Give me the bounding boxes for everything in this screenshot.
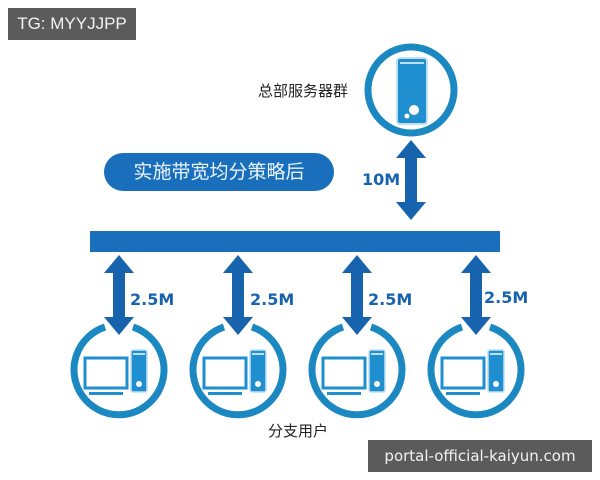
client-bandwidth: 2.5M: [368, 290, 413, 309]
desktop-computer-icon: [74, 327, 164, 415]
client-bandwidth: 2.5M: [250, 290, 295, 309]
server-node: [364, 43, 458, 137]
clients-label: 分支用户: [268, 422, 329, 440]
watermark-bottom: portal-official-kaiyun.com: [368, 440, 592, 472]
desktop-computer-icon: [431, 327, 521, 415]
client-arrow-icon: [223, 255, 253, 335]
desktop-computer-icon: [312, 327, 402, 415]
policy-pill: 实施带宽均分策略后: [104, 153, 334, 191]
server-label: 总部服务器群: [258, 82, 349, 100]
watermark-top: TG: MYYJJPP: [8, 8, 136, 40]
client-bandwidth: 2.5M: [484, 288, 529, 307]
desktop-computer-icon: [193, 327, 283, 415]
uplink-arrow-icon: [396, 140, 426, 220]
uplink-bandwidth: 10M: [362, 170, 401, 189]
client-bandwidth: 2.5M: [130, 290, 175, 309]
network-bus: [90, 231, 500, 252]
